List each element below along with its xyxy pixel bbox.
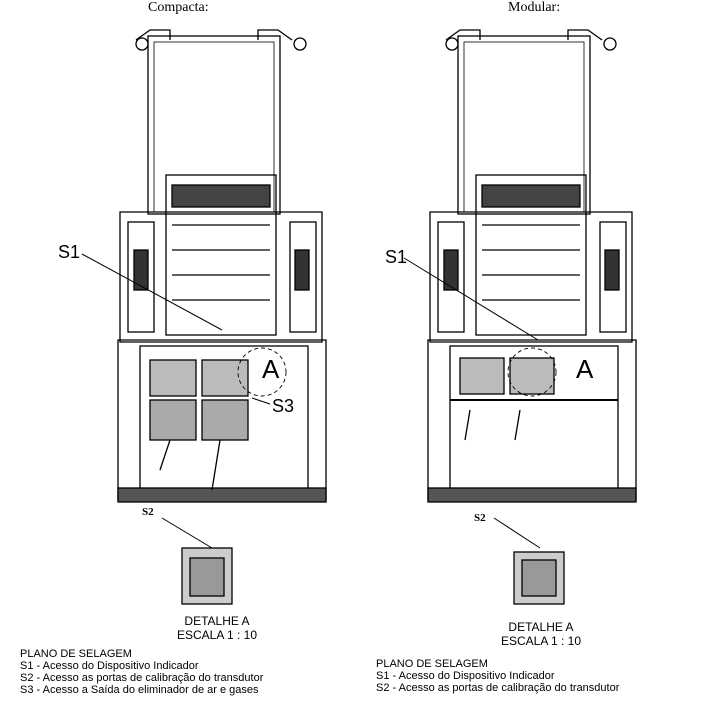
compacta-s2-label: S2 xyxy=(142,506,154,518)
modular-legend-item: S2 - Acesso as portas de calibração do t… xyxy=(376,682,620,694)
modular-detail-letter: A xyxy=(576,354,594,384)
compacta-detail-letter: A xyxy=(262,354,280,384)
modular-detail-title: DETALHE A xyxy=(508,620,574,634)
modular-legend-heading: PLANO DE SELAGEM xyxy=(376,658,488,670)
modular-s2-label: S2 xyxy=(474,512,486,524)
compacta-detail-caption: DETALHE A ESCALA 1 : 10 xyxy=(162,614,272,642)
modular-legend: PLANO DE SELAGEM S1 - Acesso do Disposit… xyxy=(376,658,619,694)
compacta-detail-title: DETALHE A xyxy=(184,614,250,628)
compacta-legend-item: S1 - Acesso do Dispositivo Indicador xyxy=(20,660,199,672)
compacta-title: Compacta: xyxy=(148,0,209,15)
compacta-dispenser-drawing xyxy=(81,29,327,605)
modular-dispenser-drawing xyxy=(403,29,637,605)
compacta-legend: PLANO DE SELAGEM S1 - Acesso do Disposit… xyxy=(20,648,263,696)
compacta-legend-item: S2 - Acesso as portas de calibração do t… xyxy=(20,672,264,684)
compacta-s3-label: S3 xyxy=(272,396,295,416)
compacta-legend-item: S3 - Acesso a Saída do eliminador de ar … xyxy=(20,684,259,696)
modular-s1-label: S1 xyxy=(385,247,408,267)
modular-legend-item: S1 - Acesso do Dispositivo Indicador xyxy=(376,670,555,682)
compacta-s1-label: S1 xyxy=(58,242,81,262)
modular-detail-caption: DETALHE A ESCALA 1 : 10 xyxy=(486,620,596,648)
compacta-detail-scale: ESCALA 1 : 10 xyxy=(176,628,258,642)
modular-detail-scale: ESCALA 1 : 10 xyxy=(500,634,582,648)
compacta-legend-heading: PLANO DE SELAGEM xyxy=(20,648,132,660)
modular-title: Modular: xyxy=(508,0,561,15)
